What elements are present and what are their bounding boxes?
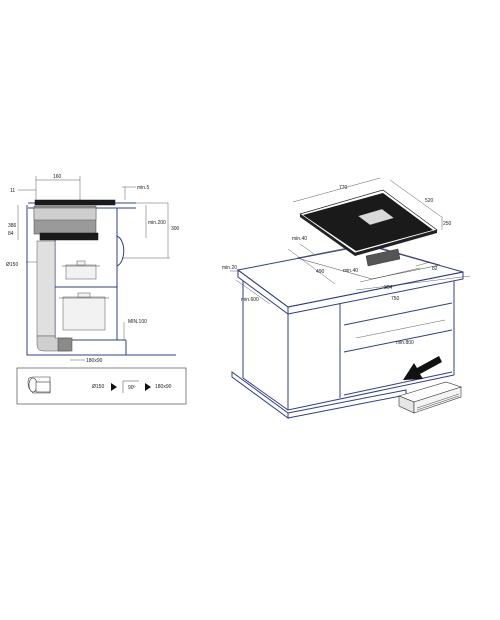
dim-min40-left: min.40 bbox=[292, 236, 307, 242]
dim-min200: min.200 bbox=[148, 220, 166, 226]
worktop-front-edge bbox=[287, 271, 464, 315]
adapter-icon bbox=[27, 376, 51, 394]
dim-386: 386 bbox=[8, 223, 17, 229]
dim-min800: min.800 bbox=[396, 340, 414, 346]
dim-770: 770 bbox=[339, 185, 348, 191]
isometric-view: 770 520 250 min.40 490 min.40 82 304 750… bbox=[222, 177, 471, 419]
dim-490: 490 bbox=[316, 269, 325, 275]
dim-min5: min.5 bbox=[137, 185, 149, 191]
arrow-right-icon-1 bbox=[111, 383, 117, 391]
dim-300: 300 bbox=[171, 226, 180, 232]
dim-min40-mid: min.40 bbox=[343, 268, 358, 274]
worktop-left-edge bbox=[237, 269, 289, 315]
adapter-legend-box: Ø150 90º 180x90 bbox=[16, 367, 187, 405]
drawer-bottom bbox=[343, 371, 453, 396]
hob-motor bbox=[39, 232, 99, 241]
dim-11: 11 bbox=[10, 188, 15, 194]
dim-750-line bbox=[355, 275, 471, 291]
pot-lower bbox=[59, 292, 109, 331]
dim-min100: MIN.100 bbox=[128, 319, 147, 325]
pot-upper bbox=[62, 260, 100, 280]
dim-d150: Ø150 bbox=[6, 262, 18, 268]
side-section-view: 160 11 min.5 min.200 300 386 84 Ø150 MIN… bbox=[6, 174, 180, 364]
dim-250: 250 bbox=[443, 221, 452, 227]
adapter-rect: 180x90 bbox=[155, 384, 172, 390]
adapter-angle: 90º bbox=[128, 385, 136, 391]
plinth-left bbox=[231, 371, 289, 419]
drawer-mid bbox=[343, 329, 453, 353]
dim-82: 82 bbox=[432, 266, 438, 272]
dim-750: 750 bbox=[391, 296, 400, 302]
hob-vent bbox=[357, 208, 395, 226]
hob-edge-left bbox=[300, 214, 355, 256]
dim-min600: min.600 bbox=[241, 297, 259, 303]
dim-rect-duct: 180x90 bbox=[86, 358, 103, 364]
adapter-round: Ø150 bbox=[92, 384, 104, 390]
drawer-top bbox=[343, 302, 453, 326]
hob-body-under bbox=[365, 248, 401, 267]
dim-770-line bbox=[292, 177, 381, 203]
dim-min20: min.20 bbox=[222, 265, 237, 271]
vertical-duct bbox=[36, 240, 56, 337]
insert-arrow-icon bbox=[403, 356, 442, 380]
worktop-top-face bbox=[236, 244, 464, 308]
dim-304: 304 bbox=[384, 285, 393, 291]
hob-glass bbox=[34, 199, 116, 206]
dim-520: 520 bbox=[425, 198, 434, 204]
door-handle-arc bbox=[116, 235, 125, 267]
dim-84: 84 bbox=[8, 231, 14, 237]
hob-fan-housing bbox=[33, 207, 97, 221]
hob-edge-front bbox=[355, 230, 437, 256]
worktop-cutout bbox=[296, 243, 441, 280]
cabinet-base bbox=[242, 374, 455, 411]
dim-520-line bbox=[389, 179, 444, 219]
plinth-vent-unit bbox=[398, 381, 462, 414]
angle-icon bbox=[122, 380, 139, 393]
rect-duct-outlet bbox=[57, 337, 73, 352]
dim-160: 160 bbox=[53, 174, 62, 180]
arrow-right-icon-2 bbox=[145, 383, 151, 391]
dim-490-line bbox=[287, 248, 336, 285]
